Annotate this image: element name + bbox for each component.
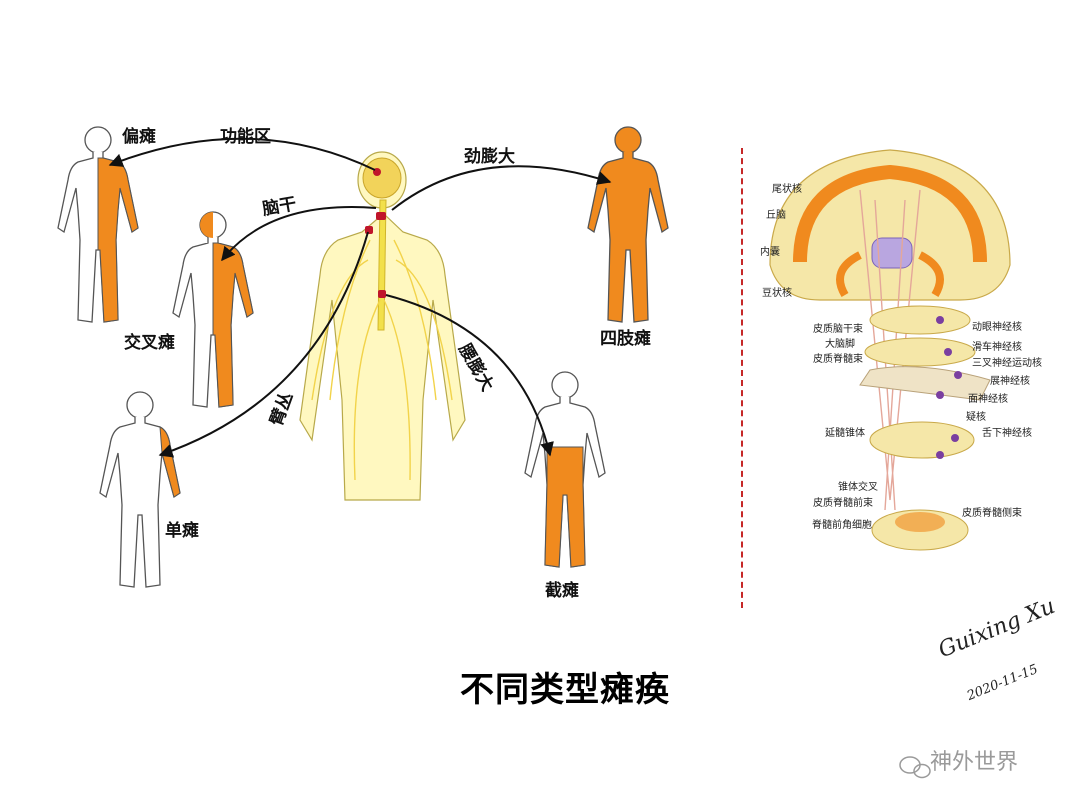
anat-internal-capsule: 内囊 bbox=[760, 243, 780, 258]
watermark: 神外世界 bbox=[890, 744, 1018, 776]
anat-medullary-pyramid: 延髓锥体 bbox=[825, 424, 865, 439]
label-paraplegia: 截瘫 bbox=[545, 576, 579, 601]
label-monoplegia: 单瘫 bbox=[165, 516, 199, 541]
anat-caudate-nucleus: 尾状核 bbox=[772, 180, 802, 195]
anat-thalamus: 丘脑 bbox=[766, 206, 786, 221]
figure-quadriplegia bbox=[588, 127, 668, 322]
anat-facial-nucleus: 面神经核 bbox=[968, 390, 1008, 405]
anat-lateral-corticospinal-tract: 皮质脊髓侧束 bbox=[962, 504, 1022, 519]
figure-monoplegia bbox=[100, 392, 180, 587]
anat-hypoglossal-nucleus: 舌下神经核 bbox=[982, 424, 1032, 439]
anat-abducens-nucleus: 展神经核 bbox=[990, 372, 1030, 387]
anat-lentiform-nucleus: 豆状核 bbox=[762, 284, 792, 299]
label-functional-area: 功能区 bbox=[220, 122, 271, 147]
label-quadriplegia: 四肢瘫 bbox=[600, 324, 651, 349]
anat-pyramidal-decussation: 锥体交叉 bbox=[838, 478, 878, 493]
label-hemiplegia: 偏瘫 bbox=[122, 122, 156, 147]
anat-anterior-horn-cells: 脊髓前角细胞 bbox=[812, 516, 872, 531]
anat-cerebral-peduncle: 大脑脚 bbox=[825, 335, 855, 350]
watermark-text: 神外世界 bbox=[930, 744, 1018, 776]
dashed-divider bbox=[741, 148, 743, 608]
anat-corticospinal-tract: 皮质脊髓束 bbox=[813, 350, 863, 365]
anat-trigeminal-motor-nucleus: 三叉神经运动核 bbox=[972, 354, 1042, 369]
anat-corticobulbar-tract: 皮质脑干束 bbox=[813, 320, 863, 335]
figure-title: 不同类型瘫痪 bbox=[460, 662, 670, 711]
nervous-system-figure bbox=[300, 152, 465, 500]
anat-nucleus-ambiguus: 疑核 bbox=[966, 408, 986, 423]
figure-paraplegia bbox=[525, 372, 605, 567]
anat-trochlear-nucleus: 滑车神经核 bbox=[972, 338, 1022, 353]
label-crossed-paralysis: 交叉瘫 bbox=[124, 328, 175, 353]
anat-anterior-corticospinal-tract: 皮质脊髓前束 bbox=[813, 494, 873, 509]
label-cervical-enlargement: 劲膨大 bbox=[464, 142, 515, 167]
anat-oculomotor-nucleus: 动眼神经核 bbox=[972, 318, 1022, 333]
arrow-cervical-enlargement bbox=[392, 166, 610, 210]
figure-hemiplegia bbox=[58, 127, 138, 322]
